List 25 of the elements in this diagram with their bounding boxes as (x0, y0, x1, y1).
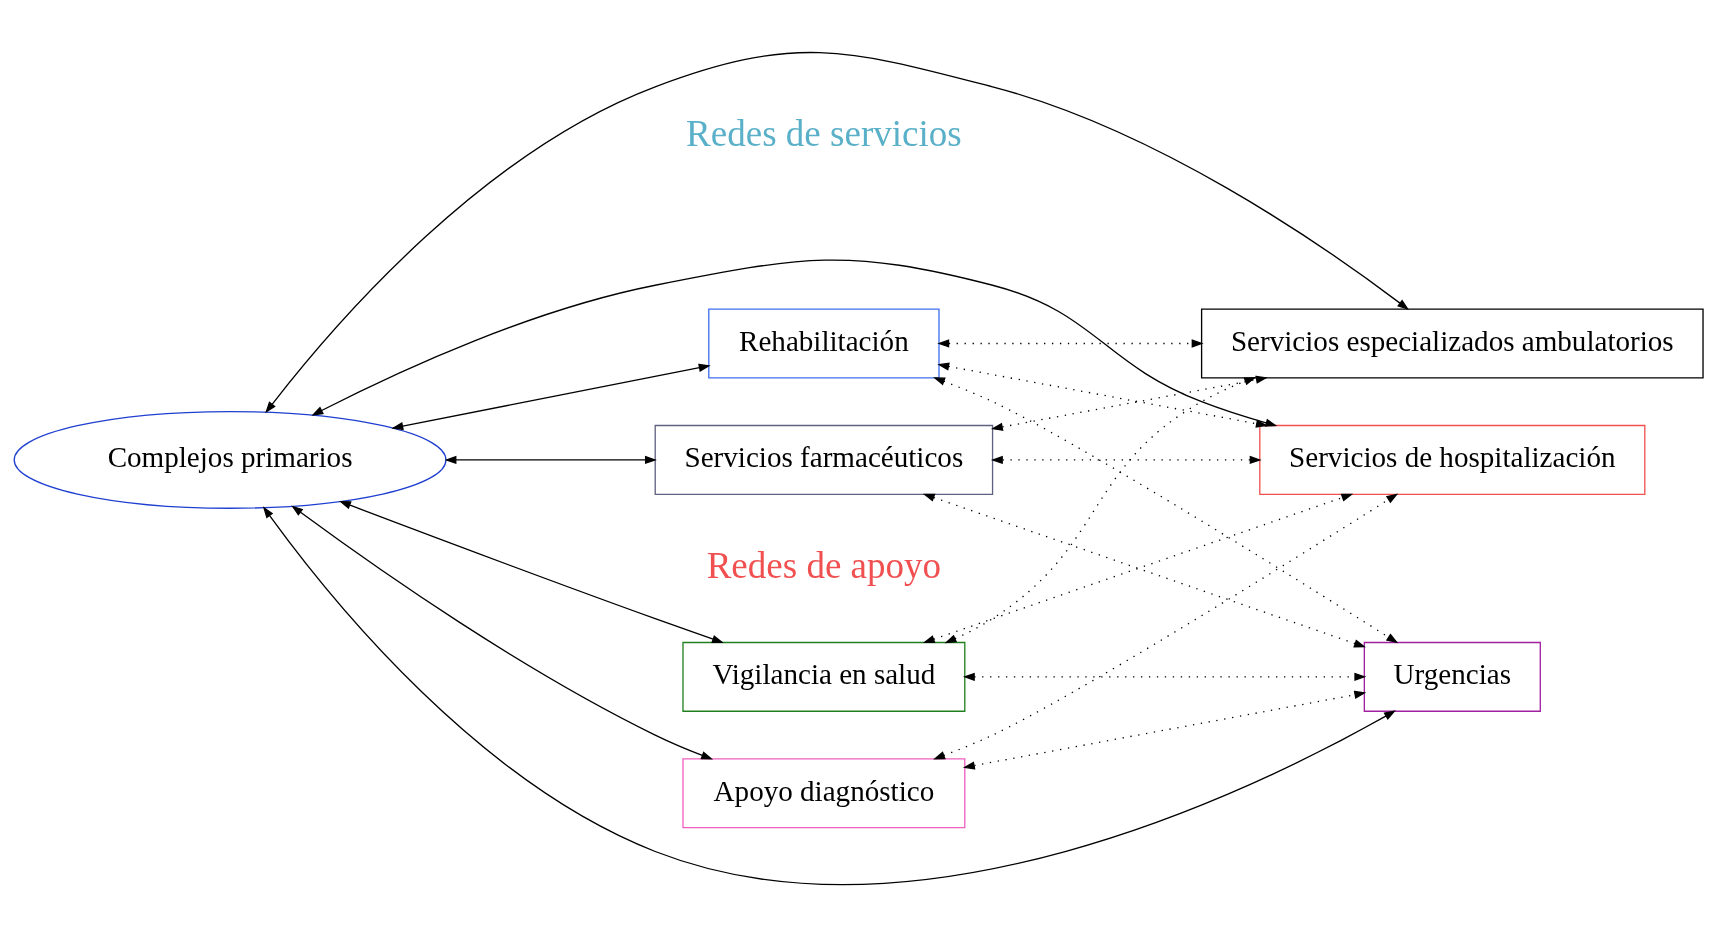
arrow (262, 506, 1396, 885)
arrow (933, 493, 1399, 760)
node-box: Servicios farmacéuticos (654, 424, 994, 495)
arrow (933, 377, 1399, 644)
arrow (391, 363, 711, 431)
node-box: Servicios especializados ambulatorios (1200, 308, 1704, 379)
arrow (990, 375, 1268, 431)
arrow (937, 362, 1268, 428)
label: Redes de servicios (686, 113, 962, 155)
node-box: Servicios de hospitalización (1259, 424, 1646, 495)
node-box: Apoyo diagnóstico (682, 758, 966, 829)
arrow (311, 259, 1278, 427)
arrow (444, 455, 657, 465)
arrow (990, 455, 1262, 465)
arrow (339, 501, 724, 643)
node-box: Rehabilitación (708, 308, 940, 379)
arrow (962, 690, 1367, 770)
arrow (944, 377, 1257, 644)
arrow (962, 672, 1367, 682)
label: Redes de apoyo (706, 544, 942, 586)
arrow (291, 505, 714, 760)
arrow (937, 339, 1204, 348)
arrow (265, 52, 1410, 414)
node-box: Urgencias (1363, 641, 1541, 712)
node-box: Vigilancia en salud (682, 641, 966, 712)
